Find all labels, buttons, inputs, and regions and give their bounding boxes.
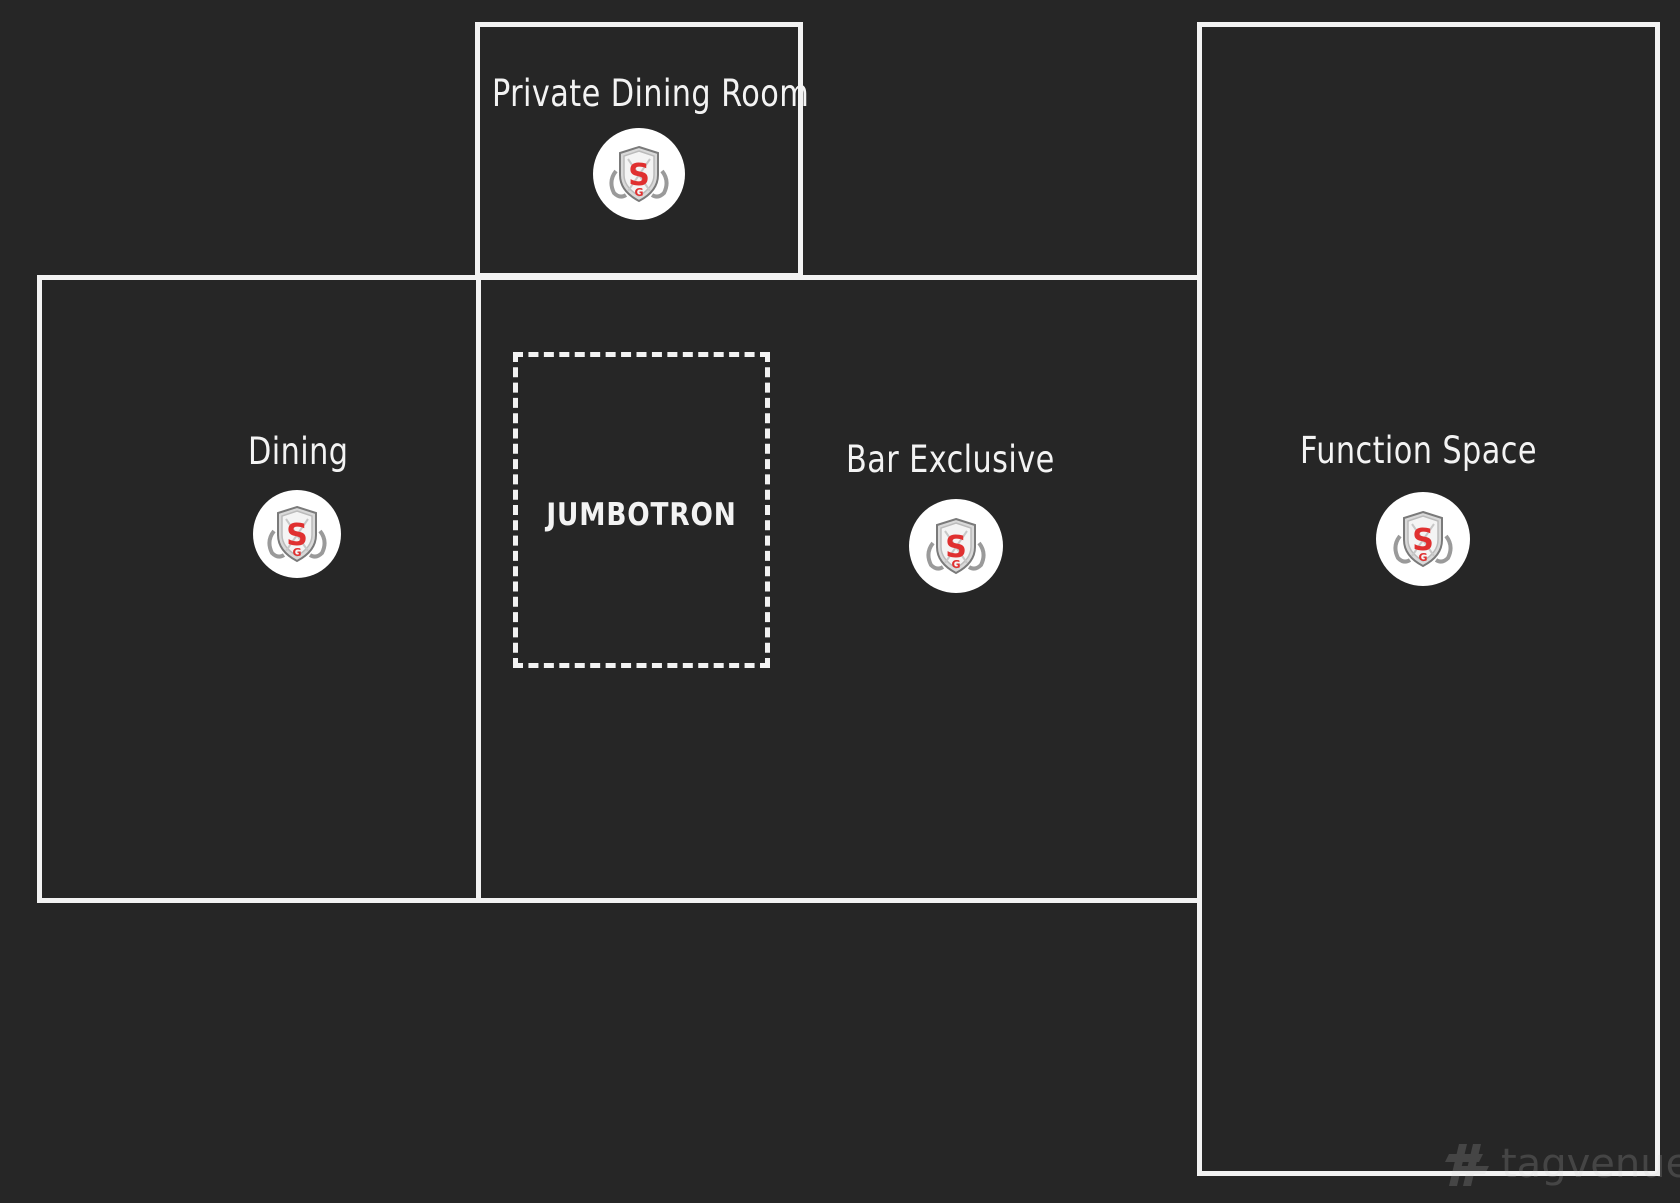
tagvenue-watermark: tagvenue bbox=[1443, 1140, 1680, 1188]
private-dining-room[interactable]: Private Dining Room bbox=[475, 22, 809, 278]
venue-logo-icon bbox=[1376, 492, 1470, 586]
dining-room[interactable]: Dining bbox=[37, 275, 481, 903]
room-label-dining: Dining bbox=[248, 430, 349, 473]
venue-logo-icon bbox=[909, 499, 1003, 593]
room-label-function-space: Function Space bbox=[1300, 429, 1537, 472]
venue-logo-icon bbox=[253, 490, 341, 578]
function-space-room[interactable]: Function Space bbox=[1197, 22, 1660, 1176]
jumbotron-area: JUMBOTRON bbox=[513, 352, 770, 668]
tagvenue-logo-icon bbox=[1445, 1144, 1489, 1186]
jumbotron-label: JUMBOTRON bbox=[546, 497, 737, 533]
room-label-bar-exclusive: Bar Exclusive bbox=[846, 438, 1055, 481]
room-label-private-dining-room: Private Dining Room bbox=[492, 72, 810, 115]
watermark-text: tagvenue bbox=[1501, 1141, 1680, 1187]
venue-logo-icon bbox=[593, 128, 685, 220]
